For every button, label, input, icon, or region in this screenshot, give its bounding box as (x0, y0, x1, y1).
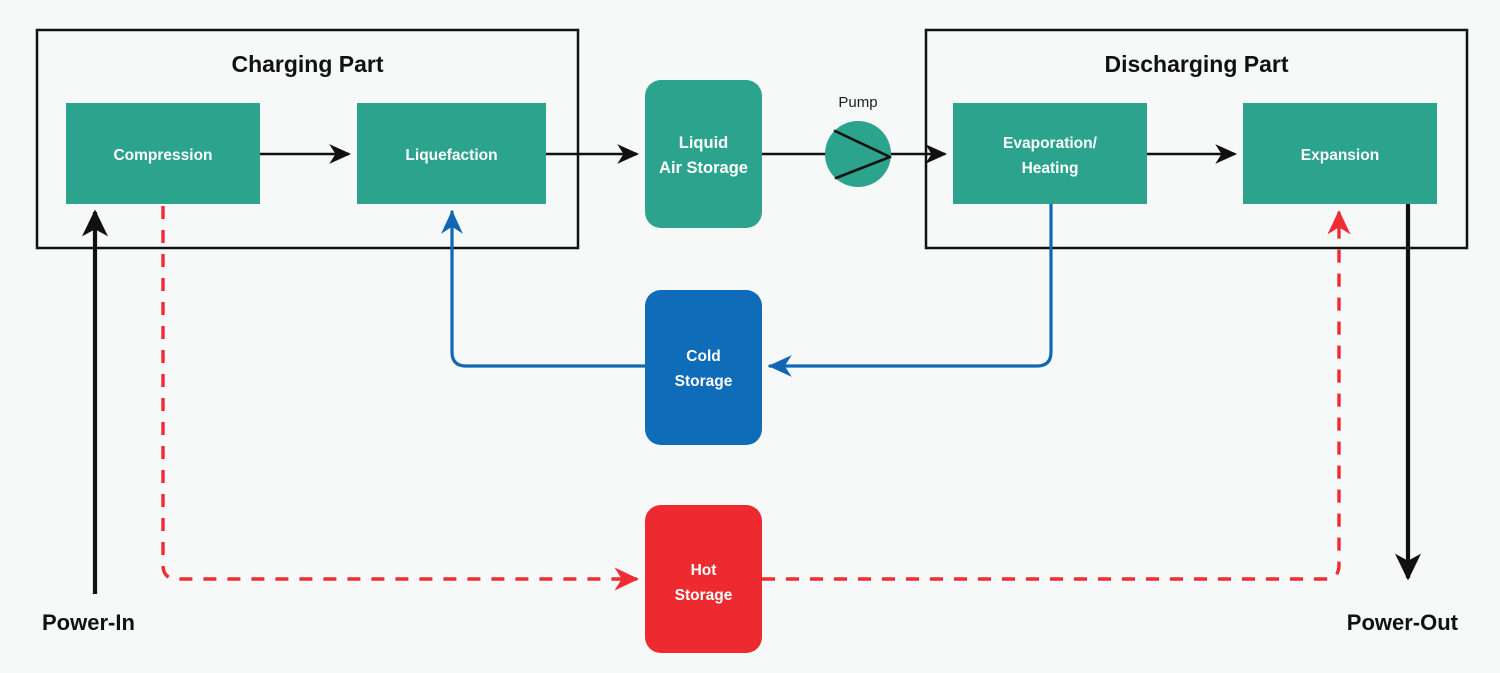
storage-block-hot-storage-label-line1: Hot (691, 562, 717, 579)
storage-block-cold-storage[interactable]: Cold Storage (645, 290, 762, 445)
group-frame-discharging: Discharging Part (924, 28, 1469, 250)
pump-caption: Pump (838, 94, 877, 111)
process-block-liquefaction-label: Liquefaction (405, 147, 497, 164)
connection-hot-storage-to-expansion (762, 209, 1351, 581)
storage-block-liquid-air-storage-label-line2: Air Storage (659, 159, 748, 177)
process-block-compression-label: Compression (113, 147, 212, 164)
storage-block-cold-storage-label-line2: Storage (675, 373, 733, 390)
process-block-expansion[interactable]: Expansion (1243, 103, 1437, 204)
port-label-power-out: Power-Out (1347, 610, 1459, 635)
storage-block-liquid-air-storage-label-line1: Liquid (679, 134, 728, 152)
process-block-evaporation-heating-label-line1: Evaporation/ (1003, 135, 1098, 152)
process-block-compression[interactable]: Compression (66, 103, 260, 204)
group-title-discharging: Discharging Part (1104, 51, 1288, 77)
storage-block-liquid-air-storage[interactable]: Liquid Air Storage (645, 80, 762, 228)
process-block-expansion-label: Expansion (1301, 147, 1379, 164)
connection-cold-storage-to-liquefaction (441, 210, 647, 368)
process-block-evaporation-heating[interactable]: Evaporation/ Heating (953, 103, 1147, 204)
connection-compression-to-hot-storage (161, 206, 640, 591)
storage-block-hot-storage-label-line2: Storage (675, 587, 733, 604)
pump-symbol[interactable]: Pump (825, 94, 892, 187)
port-label-power-in: Power-In (42, 610, 135, 635)
group-frame-charging: Charging Part (35, 28, 580, 250)
storage-block-cold-storage-label-line1: Cold (686, 348, 720, 365)
group-title-charging: Charging Part (231, 51, 383, 77)
process-block-evaporation-heating-label-line2: Heating (1022, 160, 1079, 177)
connection-evaporation-to-cold-storage (768, 202, 1053, 377)
storage-block-hot-storage[interactable]: Hot Storage (645, 505, 762, 653)
process-block-liquefaction[interactable]: Liquefaction (357, 103, 546, 204)
